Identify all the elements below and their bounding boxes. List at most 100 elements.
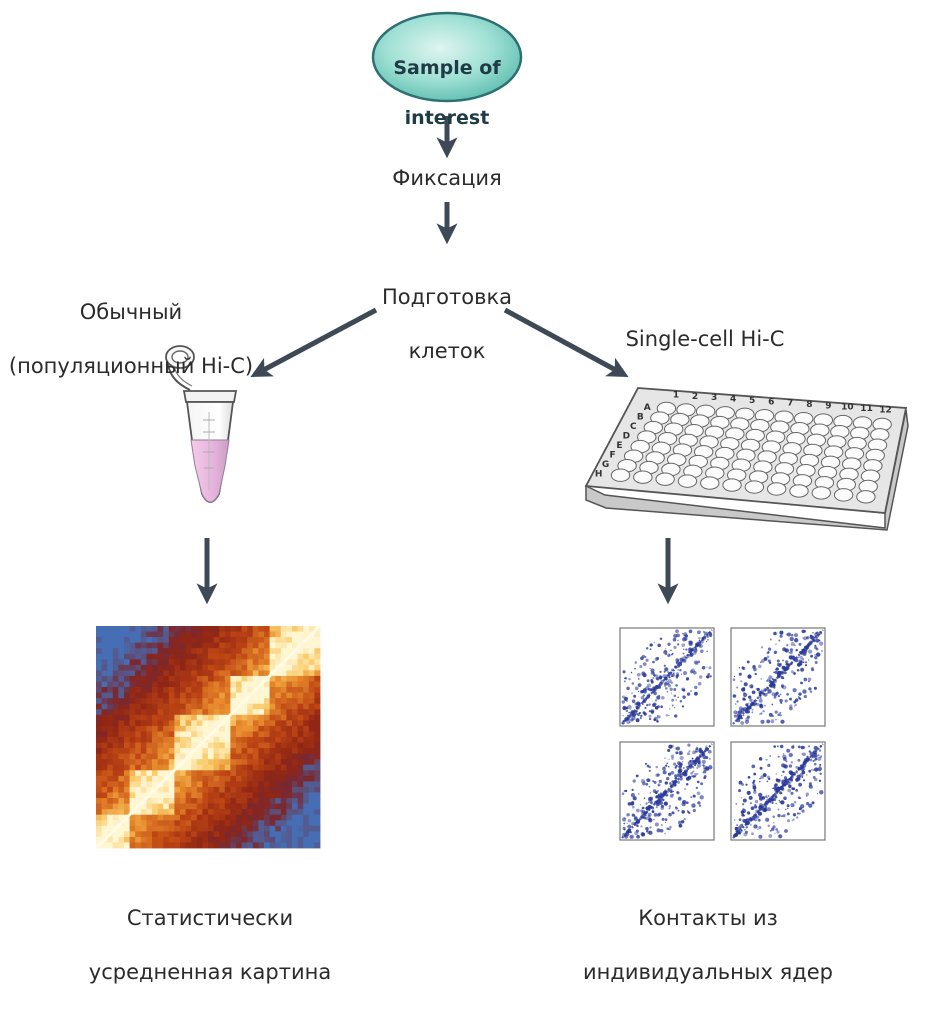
heatmap-cell: [286, 709, 293, 716]
heatmap-cell: [308, 731, 315, 738]
heatmap-cell: [180, 825, 186, 832]
heatmap-cell: [196, 753, 203, 760]
contact-dot: [810, 654, 814, 658]
heatmap-cell: [308, 720, 315, 727]
heatmap-cell: [241, 681, 248, 688]
heatmap-cell: [174, 626, 181, 632]
contact-dot: [694, 772, 698, 776]
contact-dot: [632, 806, 635, 809]
heatmap-cell: [297, 648, 304, 655]
heatmap-cell: [280, 798, 287, 804]
contact-dot: [760, 719, 765, 724]
heatmap-cell: [157, 687, 164, 693]
heatmap-cell: [112, 731, 119, 738]
heatmap-cell: [241, 753, 248, 760]
heatmap-cell: [208, 748, 214, 755]
contact-dot: [757, 818, 761, 822]
heatmap-cell: [269, 842, 276, 849]
contact-dot: [796, 812, 800, 815]
heatmap-cell: [168, 737, 175, 743]
heatmap-cell: [157, 770, 164, 777]
heatmap-cell: [157, 692, 164, 699]
heatmap-cell: [180, 720, 186, 727]
heatmap-cell: [264, 631, 270, 638]
heatmap-cell: [96, 764, 102, 771]
plate-well: [789, 484, 809, 498]
heatmap-cell: [280, 692, 287, 699]
contact-dot: [792, 813, 797, 817]
heatmap-cell: [286, 720, 293, 727]
heatmap-cell: [292, 692, 298, 699]
heatmap-cell: [118, 720, 125, 727]
heatmap-cell: [264, 642, 270, 649]
contact-dot: [796, 774, 801, 779]
heatmap-cell: [202, 720, 209, 727]
contact-dot: [791, 819, 793, 822]
contact-dot: [780, 792, 783, 795]
contact-dot: [742, 686, 746, 690]
heatmap-cell: [258, 637, 265, 644]
contact-dot: [640, 714, 643, 718]
heatmap-cell: [174, 725, 181, 732]
heatmap-cell: [174, 798, 181, 804]
heatmap-cell: [275, 659, 282, 666]
heatmap-cell: [230, 720, 237, 727]
contact-dot: [622, 706, 627, 711]
heatmap-cell: [292, 786, 298, 793]
heatmap-cell: [297, 637, 304, 644]
heatmap-cell: [264, 670, 270, 677]
heatmap-cell: [258, 631, 265, 638]
contact-dot: [769, 638, 772, 641]
contact-dot: [788, 651, 790, 654]
heatmap-cell: [264, 748, 270, 755]
contact-dot: [797, 796, 801, 800]
contact-dot: [665, 776, 670, 781]
heatmap-cell: [241, 725, 248, 732]
heatmap-cell: [196, 770, 203, 777]
contact-dot: [758, 698, 763, 703]
heatmap-cell: [224, 670, 231, 677]
heatmap-cell: [146, 770, 153, 777]
contact-dot: [787, 788, 792, 793]
heatmap-cell: [286, 770, 293, 777]
contact-dot: [627, 704, 632, 710]
heatmap-cell: [157, 786, 164, 793]
heatmap-cell: [157, 842, 164, 849]
heatmap-cell: [135, 820, 142, 827]
contact-dot: [667, 653, 671, 658]
heatmap-cell: [107, 631, 114, 638]
contact-dot: [804, 664, 808, 667]
contact-dot: [794, 703, 797, 707]
contact-dot: [800, 804, 805, 809]
heatmap-cell: [196, 642, 203, 649]
heatmap-cell: [146, 748, 153, 755]
heatmap-cell: [224, 781, 231, 788]
heatmap-cell: [208, 687, 214, 693]
heatmap-cell: [163, 692, 170, 699]
contact-dot: [774, 668, 777, 671]
heatmap-cell: [202, 742, 209, 749]
contact-dot: [703, 775, 707, 778]
heatmap-cell: [152, 759, 158, 766]
heatmap-cell: [196, 764, 203, 771]
contact-dot: [690, 796, 693, 799]
contact-dot: [747, 674, 752, 679]
heatmap-cell: [140, 742, 147, 749]
contact-dot: [751, 832, 754, 836]
heatmap-cell: [247, 731, 254, 738]
heatmap-cell: [297, 792, 304, 799]
contact-dot: [649, 826, 652, 829]
contact-dot: [655, 765, 658, 769]
heatmap-cell: [219, 825, 226, 832]
heatmap-cell: [163, 703, 170, 710]
contact-dot: [676, 746, 680, 751]
plate-col-label: 2: [692, 392, 698, 402]
heatmap-cell: [224, 775, 231, 782]
heatmap-cell: [258, 775, 265, 782]
heatmap-cell: [180, 687, 186, 693]
heatmap-cell: [107, 681, 114, 688]
heatmap-cell: [230, 648, 237, 655]
heatmap-cell: [163, 653, 170, 660]
heatmap-cell: [107, 664, 114, 671]
plate-col-label: 7: [787, 399, 793, 409]
